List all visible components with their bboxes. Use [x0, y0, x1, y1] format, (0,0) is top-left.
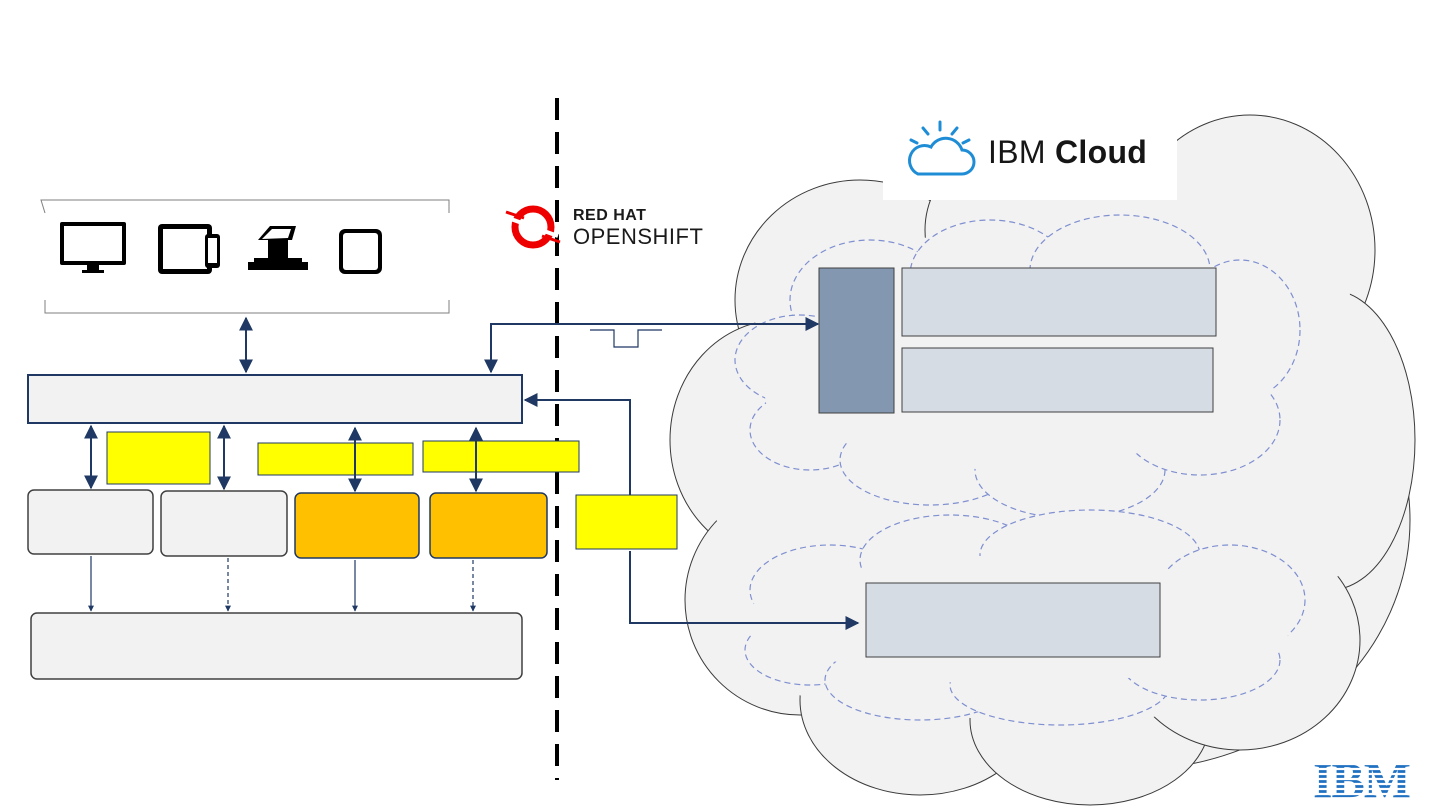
desktop-monitor-icon: [60, 222, 126, 273]
devices-bracket: [40, 199, 450, 314]
kiosk-icon: [248, 226, 308, 270]
yellow-label-2: [257, 442, 414, 476]
connector-arrows: [84, 316, 860, 630]
yellow-label-4: [575, 494, 678, 550]
ibm-logo-icon: IBM: [1310, 752, 1411, 808]
tablet-phone-icon: [158, 224, 220, 274]
cloud-service-box-lower: [865, 582, 1161, 658]
tablet-icon: [339, 229, 382, 274]
cloud-service-box-top: [901, 267, 1217, 337]
connector-stub: [590, 329, 662, 348]
service-box-3: [294, 492, 420, 559]
openshift-title: OPENSHIFT: [573, 224, 704, 249]
yellow-label-3: [422, 440, 580, 473]
redhat-title: RED HAT: [573, 207, 647, 224]
gateway-bar: [27, 374, 523, 424]
data-layer-arrows: [88, 556, 476, 612]
service-box-2: [160, 490, 288, 557]
service-box-4: [429, 492, 548, 559]
cloud-service-box-middle: [901, 347, 1214, 413]
cloud-service-bar: [818, 267, 895, 414]
ibm-cloud-title: IBM Cloud: [988, 134, 1148, 170]
data-layer-bar: [30, 612, 523, 680]
service-box-1: [27, 489, 154, 555]
openshift-logo-icon: [505, 205, 561, 249]
yellow-label-1: [106, 431, 211, 485]
